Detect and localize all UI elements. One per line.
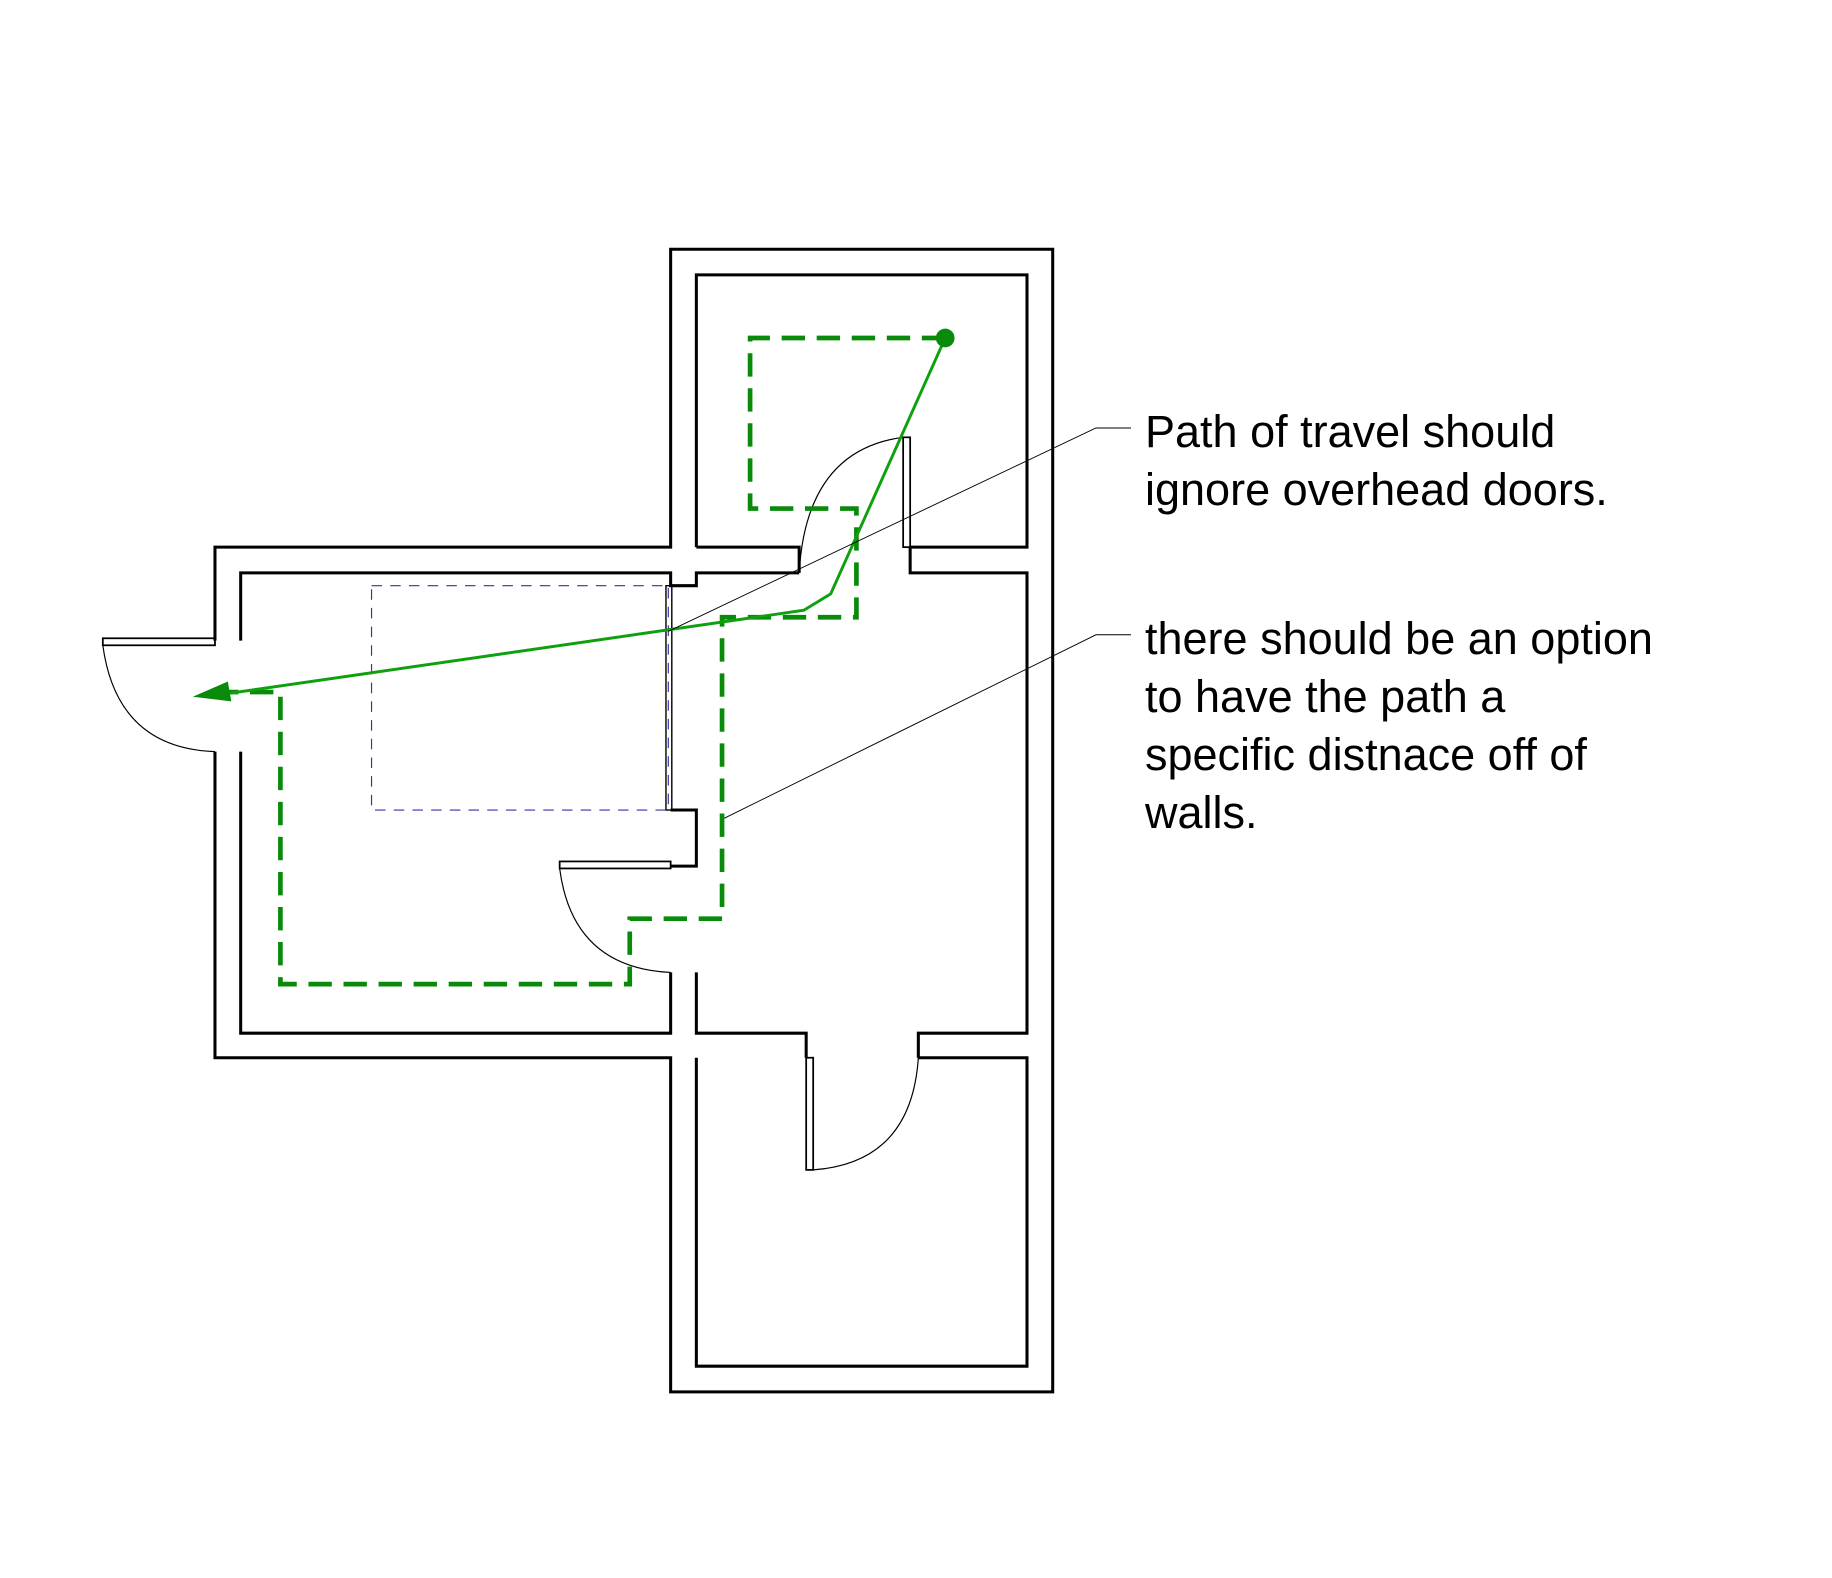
annotation-line: to have the path a (1145, 671, 1506, 722)
annotation-2: there should be an option to have the pat… (1145, 610, 1653, 842)
annotation-line: Path of travel should (1145, 406, 1556, 457)
leader-2 (724, 634, 1131, 819)
walls (213, 247, 1055, 1394)
doors (101, 436, 919, 1171)
annotation-1: Path of travel should ignore overhead doo… (1145, 403, 1608, 519)
path-of-travel-direct (221, 337, 947, 696)
path-of-travel-dashed (221, 335, 946, 987)
annotation-line: walls. (1145, 787, 1258, 838)
start-point-icon (935, 328, 955, 348)
overhead-door-outline (370, 585, 669, 811)
leader-1 (668, 427, 1131, 632)
annotation-line: specific distnace off of (1145, 729, 1587, 780)
annotation-line: ignore overhead doors. (1145, 464, 1608, 515)
annotation-line: there should be an option (1145, 613, 1653, 664)
arrowhead-icon (192, 681, 232, 702)
